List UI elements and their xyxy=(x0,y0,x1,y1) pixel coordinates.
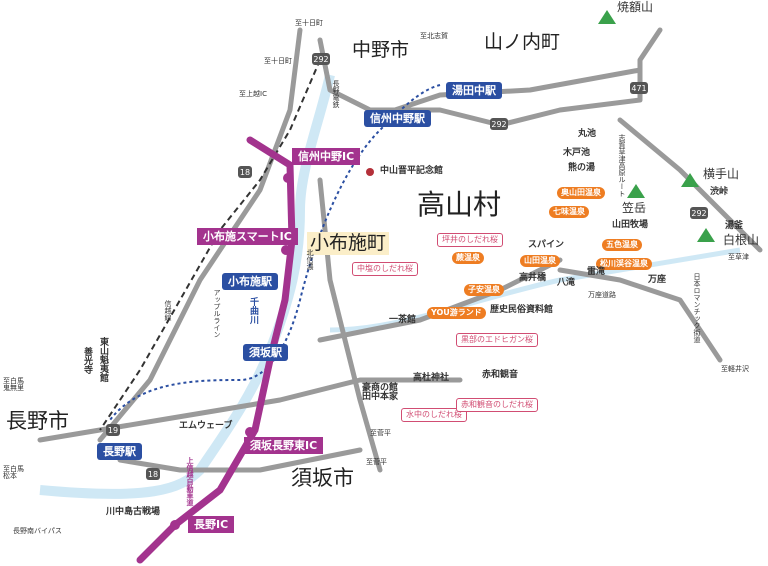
station-obuse[interactable]: 小布施駅 xyxy=(222,273,278,290)
road-label-chikuma: 千曲川 xyxy=(248,297,258,324)
area-suzaka-city: 須坂市 xyxy=(291,466,354,490)
road-label-joshinetsu: 上信越自動車道 xyxy=(186,457,194,506)
road-292-shield: 292 xyxy=(313,55,328,64)
poi-nakayama[interactable]: 中山晋平記念館 xyxy=(380,166,444,176)
poi-kumanoyu[interactable]: 熊の湯 xyxy=(568,163,596,173)
mountain-kasa: 笠岳 xyxy=(622,201,647,215)
area-yamanouchi: 山ノ内町 xyxy=(484,31,561,53)
poi-kuramoto[interactable]: 豪商の館 田中本家 xyxy=(362,383,399,402)
road-label-kita-shinano: 北信濃 xyxy=(306,249,314,270)
station-nagano[interactable]: 長野駅 xyxy=(97,443,142,460)
expressway-node xyxy=(170,520,180,530)
poi-spine[interactable]: スパイン xyxy=(528,240,565,250)
poi-shibutoge[interactable]: 渋峠 xyxy=(710,187,729,197)
dir-sugadaira-2: 至菅平 xyxy=(366,458,387,466)
dir-kusatsu: 至草津 xyxy=(728,253,749,261)
onsen-shichimi[interactable]: 七味温泉 xyxy=(549,206,589,218)
road-403 xyxy=(317,177,383,473)
onsen-goshiki[interactable]: 五色温泉 xyxy=(602,239,642,251)
dir-shirouma: 至白馬 松本 xyxy=(3,465,24,480)
station-shinshu-nakano[interactable]: 信州中野駅 xyxy=(364,110,431,127)
dir-hakuba: 至白馬 鬼無里 xyxy=(3,377,24,392)
poi-manza[interactable]: 万座 xyxy=(648,275,667,285)
expressway-node xyxy=(283,173,293,183)
poi-takaino: 高井橋 xyxy=(519,273,547,283)
road-19-shield: 19 xyxy=(108,426,118,435)
mountain-yakebitai-icon xyxy=(598,10,616,24)
station-yudanaka[interactable]: 湯田中駅 xyxy=(446,82,502,99)
railway-nagano-dentetsu xyxy=(109,84,441,421)
poi-kawanakajima[interactable]: 川中島古戦場 xyxy=(106,507,161,517)
road-label-apple-line: アップルライン xyxy=(213,289,221,338)
svg-text:18: 18 xyxy=(148,470,158,479)
onsen-you-land[interactable]: YOU游ランド xyxy=(427,307,486,319)
dir-tokamachi-2: 至十日町 xyxy=(264,57,292,65)
cherry-tsuboi[interactable]: 坪井のしだれ桜 xyxy=(437,233,503,247)
area-obuse: 小布施町 xyxy=(307,232,390,255)
cherry-akawa[interactable]: 赤和観音のしだれ桜 xyxy=(456,398,538,412)
area-nagano-city: 長野市 xyxy=(6,409,69,433)
poi-emuwave[interactable]: エムウェーブ xyxy=(179,421,233,431)
poi-takai-shrine[interactable]: 高杜神社 xyxy=(413,373,450,383)
dir-kitashiga: 至北志賀 xyxy=(420,32,448,40)
poi-yamada-farm[interactable]: 山田牧場 xyxy=(612,220,649,230)
onsen-warabi[interactable]: 蕨温泉 xyxy=(452,252,484,264)
road-south xyxy=(117,447,363,473)
station-suzaka[interactable]: 須坂駅 xyxy=(243,344,288,361)
road-label-shiga-kusatsu: 志賀草津高原ルート xyxy=(618,134,626,197)
mountain-yokote: 横手山 xyxy=(703,167,740,181)
road-east xyxy=(317,257,563,343)
poi-issa[interactable]: 一茶館 xyxy=(389,315,417,325)
road-label-nagano-dentetsu: 長野電鉄 xyxy=(332,80,340,108)
road-shiga-kusatsu xyxy=(617,117,763,253)
expressway-node xyxy=(281,245,291,255)
mountain-yokote-icon xyxy=(681,173,699,187)
poi-hachitaki[interactable]: 八滝 xyxy=(557,278,576,288)
onsen-yamada[interactable]: 山田温泉 xyxy=(520,255,560,267)
dir-karuizawa: 至軽井沢 xyxy=(721,365,749,373)
poi-raitaki[interactable]: 雷滝 xyxy=(587,267,606,277)
road-label-shinano-line: 信越線 xyxy=(164,300,172,321)
poi-akawa[interactable]: 赤和観音 xyxy=(482,370,519,380)
cherry-mizunaka[interactable]: 水中のしだれ桜 xyxy=(401,408,467,422)
svg-text:292: 292 xyxy=(691,209,706,218)
mountain-shirane-icon xyxy=(697,228,715,242)
dir-sugadaira-1: 至菅平 xyxy=(370,429,391,437)
svg-text:292: 292 xyxy=(491,120,506,129)
cherry-nakashio[interactable]: 中塩のしだれ桜 xyxy=(352,262,418,276)
poi-yugama[interactable]: 湯釜 xyxy=(725,221,744,231)
cherry-kurobe[interactable]: 黒部のエドヒガン桜 xyxy=(456,333,538,347)
ic-suzaka-nagano-higashi[interactable]: 須坂長野東IC xyxy=(244,437,324,454)
poi-maruike[interactable]: 丸池 xyxy=(578,129,597,139)
onsen-okuyamada[interactable]: 奥山田温泉 xyxy=(557,187,605,199)
road-city xyxy=(37,377,463,443)
onsen-koyasu[interactable]: 子安温泉 xyxy=(464,284,504,296)
area-nakano-city: 中野市 xyxy=(352,39,410,61)
mountain-shirane: 白根山 xyxy=(723,233,760,247)
ic-obuse-smart[interactable]: 小布施スマートIC xyxy=(197,228,298,245)
poi-kidoike[interactable]: 木戸池 xyxy=(563,148,591,158)
road-18-shield: 18 xyxy=(240,168,250,177)
dir-joetsu: 至上越IC xyxy=(239,90,267,98)
poi-history[interactable]: 歴史民俗資料館 xyxy=(490,305,554,315)
road-471-shield: 471 xyxy=(631,84,646,93)
mountain-yakebitai: 焼額山 xyxy=(617,0,654,14)
area-takayama: 高山村 xyxy=(417,188,502,221)
mountain-kasa-icon xyxy=(627,184,645,198)
expressway-node xyxy=(245,427,255,437)
ic-nagano[interactable]: 長野IC xyxy=(188,516,235,533)
onsen-matsukawa[interactable]: 松川渓谷温泉 xyxy=(596,258,652,270)
road-label-nagano-bypass: 長野南バイパス xyxy=(13,527,62,535)
poi-marker xyxy=(366,168,374,176)
road-label-nihon-romantic: 日本ロマンチック街道 xyxy=(693,273,701,343)
poi-manza-road: 万座道路 xyxy=(588,291,616,299)
ic-shinshu-nakano[interactable]: 信州中野IC xyxy=(292,148,361,165)
poi-higashiyama[interactable]: 東山魁夷館 xyxy=(98,337,108,382)
poi-zenkoji[interactable]: 善光寺 xyxy=(82,347,92,374)
road-manza xyxy=(557,267,723,363)
dir-tokamachi-1: 至十日町 xyxy=(295,19,323,27)
